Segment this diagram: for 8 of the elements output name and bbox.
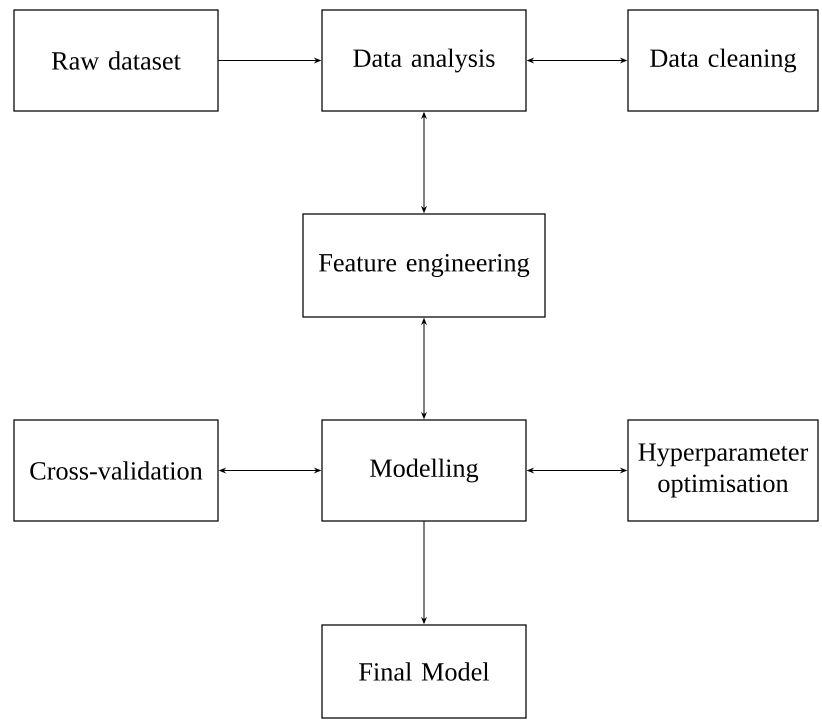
process-box: Raw dataset xyxy=(13,9,219,112)
process-box: Feature engineering xyxy=(302,213,546,318)
process-box: Final Model xyxy=(321,624,527,719)
process-box: Hyperparameter optimisation xyxy=(627,419,819,522)
process-box: Data cleaning xyxy=(627,9,819,112)
process-box: Modelling xyxy=(321,419,527,522)
process-box: Cross-validation xyxy=(13,419,219,522)
process-box: Data analysis xyxy=(321,9,527,112)
